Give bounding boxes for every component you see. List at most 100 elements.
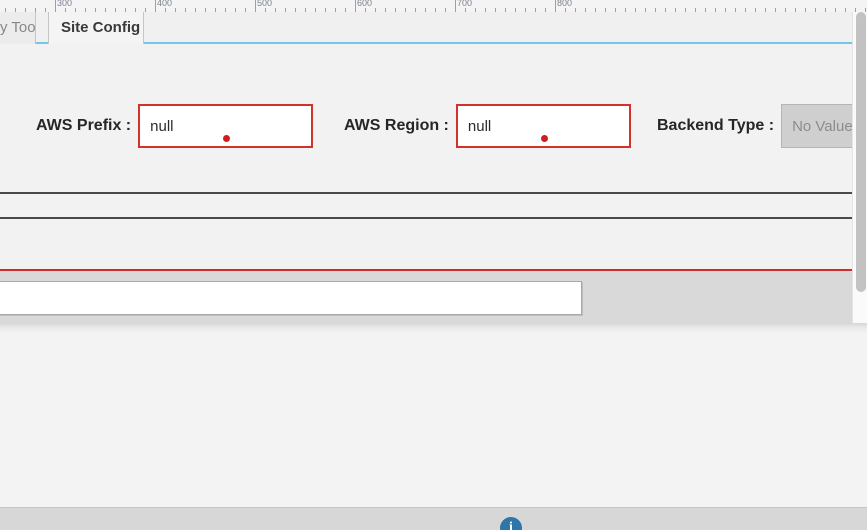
- ruler-minor-tick: [795, 8, 796, 12]
- aws-prefix-error-dot-icon: [223, 135, 231, 142]
- ruler-minor-tick: [35, 8, 36, 12]
- lower-toolbar-band: [0, 271, 853, 323]
- ruler-minor-tick: [435, 8, 436, 12]
- ruler-minor-tick: [715, 8, 716, 12]
- ruler-minor-tick: [345, 8, 346, 12]
- ruler-minor-tick: [205, 8, 206, 12]
- ruler-major-tick: [555, 0, 556, 12]
- ruler-minor-tick: [725, 8, 726, 12]
- aws-region-input[interactable]: null: [455, 104, 631, 148]
- ruler-minor-tick: [865, 8, 866, 12]
- divider-rule-2: [0, 217, 853, 219]
- ruler-minor-tick: [335, 8, 336, 12]
- ruler-minor-tick: [195, 8, 196, 12]
- ruler-minor-tick: [835, 8, 836, 12]
- ruler-minor-tick: [615, 8, 616, 12]
- tab-site-config[interactable]: Site Config: [48, 12, 144, 44]
- ruler-minor-tick: [775, 8, 776, 12]
- ruler-minor-tick: [165, 8, 166, 12]
- ruler-minor-tick: [695, 8, 696, 12]
- vertical-scrollbar[interactable]: [852, 12, 867, 323]
- ruler-minor-tick: [45, 8, 46, 12]
- ruler-minor-tick: [815, 8, 816, 12]
- ruler-minor-tick: [125, 8, 126, 12]
- field-aws-prefix: AWS Prefix : null: [36, 104, 314, 148]
- scrollbar-thumb[interactable]: [856, 12, 866, 292]
- ruler-minor-tick: [15, 8, 16, 12]
- ruler-minor-tick: [365, 8, 366, 12]
- ruler-label: 700: [457, 0, 473, 8]
- ruler-major-tick: [155, 0, 156, 12]
- ruler-major-tick: [355, 0, 356, 12]
- ruler-minor-tick: [415, 8, 416, 12]
- ruler-minor-tick: [145, 8, 146, 12]
- ruler-label: 300: [57, 0, 73, 8]
- ruler-major-tick: [455, 0, 456, 12]
- ruler-minor-tick: [685, 8, 686, 12]
- ruler-minor-tick: [585, 8, 586, 12]
- aws-region-value: null: [467, 117, 492, 135]
- site-config-panel: AWS Prefix : null AWS Region : null Back…: [0, 46, 867, 281]
- ruler-minor-tick: [745, 8, 746, 12]
- ruler-minor-tick: [395, 8, 396, 12]
- status-bar: i: [0, 507, 867, 530]
- ruler-minor-tick: [655, 8, 656, 12]
- ruler-minor-tick: [5, 8, 6, 12]
- ruler-minor-tick: [85, 8, 86, 12]
- lower-text-input[interactable]: [0, 281, 582, 315]
- ruler-minor-tick: [135, 8, 136, 12]
- ruler-label: 600: [357, 0, 373, 8]
- ruler-minor-tick: [245, 8, 246, 12]
- config-form-row: AWS Prefix : null AWS Region : null Back…: [0, 104, 867, 164]
- aws-prefix-label: AWS Prefix :: [36, 117, 132, 134]
- content-area: i: [0, 323, 867, 530]
- ruler-minor-tick: [25, 8, 26, 12]
- ruler-minor-tick: [285, 8, 286, 12]
- ruler-minor-tick: [265, 8, 266, 12]
- ruler-label: 500: [257, 0, 273, 8]
- ruler-minor-tick: [505, 8, 506, 12]
- ruler-minor-tick: [665, 8, 666, 12]
- ruler-label: 400: [157, 0, 173, 8]
- field-left-partial: [0, 104, 15, 148]
- ruler-minor-tick: [75, 8, 76, 12]
- ruler-minor-tick: [595, 8, 596, 12]
- ruler-minor-tick: [565, 8, 566, 12]
- divider-rule-red: [0, 269, 853, 271]
- ruler-minor-tick: [465, 8, 466, 12]
- ruler-minor-tick: [315, 8, 316, 12]
- info-icon[interactable]: i: [500, 517, 522, 530]
- aws-region-label: AWS Region :: [344, 117, 449, 134]
- ruler-minor-tick: [405, 8, 406, 12]
- ruler-minor-tick: [115, 8, 116, 12]
- divider-rule-1: [0, 192, 853, 194]
- ruler-minor-tick: [735, 8, 736, 12]
- ruler-minor-tick: [185, 8, 186, 12]
- content-top-shadow: [0, 323, 867, 333]
- ruler-minor-tick: [235, 8, 236, 12]
- ruler-minor-tick: [215, 8, 216, 12]
- aws-prefix-input[interactable]: null: [138, 104, 314, 148]
- ruler-minor-tick: [305, 8, 306, 12]
- ruler-minor-tick: [535, 8, 536, 12]
- tab-label: Site Config: [61, 19, 141, 36]
- ruler-label: 800: [557, 0, 573, 8]
- field-backend-type: Backend Type : No Value: [657, 104, 867, 148]
- ruler-minor-tick: [385, 8, 386, 12]
- ruler-minor-tick: [495, 8, 496, 12]
- ruler-major-tick: [255, 0, 256, 12]
- ruler-minor-tick: [675, 8, 676, 12]
- ruler-major-tick: [55, 0, 56, 12]
- ruler-minor-tick: [65, 8, 66, 12]
- ruler-minor-tick: [575, 8, 576, 12]
- ruler-minor-tick: [845, 8, 846, 12]
- ruler-minor-tick: [825, 8, 826, 12]
- ruler-minor-tick: [175, 8, 176, 12]
- tab-y-tool[interactable]: y Tool: [0, 12, 36, 44]
- ruler-minor-tick: [295, 8, 296, 12]
- ruler-minor-tick: [755, 8, 756, 12]
- ruler-minor-tick: [545, 8, 546, 12]
- ruler-minor-tick: [485, 8, 486, 12]
- ruler-minor-tick: [805, 8, 806, 12]
